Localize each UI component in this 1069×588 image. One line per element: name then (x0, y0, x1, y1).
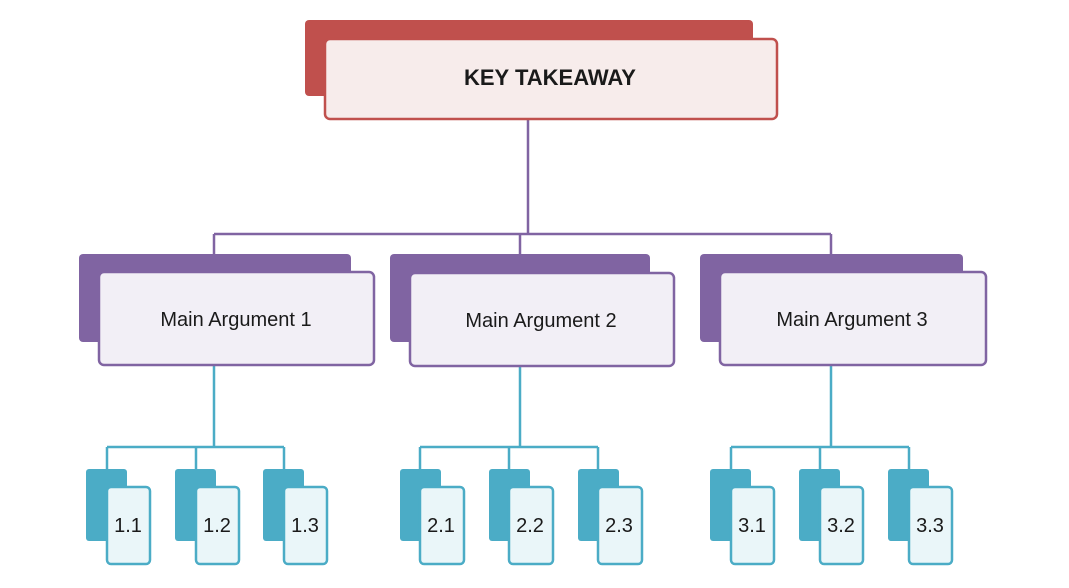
argument-node-front (97, 270, 376, 367)
sub-node-front (507, 485, 555, 566)
sub-node-front (194, 485, 241, 566)
sub-node-front (907, 485, 954, 566)
sub-node-1-2: 1.2 (175, 469, 241, 566)
sub-node-label: 1.2 (203, 515, 231, 537)
sub-node-label: 3.3 (916, 515, 944, 537)
connectors (105, 119, 911, 469)
sub-node-2-3: 2.3 (578, 469, 644, 566)
sub-node-label: 2.2 (516, 515, 544, 537)
root-node-front (323, 37, 779, 121)
sub-node-front (818, 485, 865, 566)
sub-node-label: 2.3 (605, 515, 633, 537)
argument-node-label: Main Argument 1 (160, 309, 311, 331)
sub-nodes: 1.1 1.2 1.3 2.1 2.2 2.3 (86, 469, 954, 566)
root-node: KEY TAKEAWAY (305, 20, 779, 121)
sub-node-label: 1.3 (291, 515, 319, 537)
sub-node-front (729, 485, 776, 566)
sub-node-label: 1.1 (114, 515, 142, 537)
sub-node-3-3: 3.3 (888, 469, 954, 566)
root-node-label: KEY TAKEAWAY (464, 65, 636, 90)
sub-node-label: 2.1 (427, 515, 455, 537)
sub-node-front (105, 485, 152, 566)
sub-node-front (282, 485, 329, 566)
sub-node-label: 3.1 (738, 515, 766, 537)
sub-node-3-2: 3.2 (799, 469, 865, 566)
sub-node-2-1: 2.1 (400, 469, 466, 566)
sub-node-2-2: 2.2 (489, 469, 555, 566)
argument-node-label: Main Argument 3 (776, 309, 927, 331)
sub-node-label: 3.2 (827, 515, 855, 537)
argument-node-2: Main Argument 2 (390, 254, 676, 368)
sub-node-front (418, 485, 466, 566)
sub-node-1-1: 1.1 (86, 469, 152, 566)
sub-node-3-1: 3.1 (710, 469, 776, 566)
argument-node-1: Main Argument 1 (79, 254, 376, 367)
sub-node-front (596, 485, 644, 566)
sub-node-1-3: 1.3 (263, 469, 329, 566)
argument-node-front (718, 270, 988, 367)
argument-node-3: Main Argument 3 (700, 254, 988, 367)
argument-node-front (408, 271, 676, 368)
argument-node-label: Main Argument 2 (465, 310, 616, 332)
